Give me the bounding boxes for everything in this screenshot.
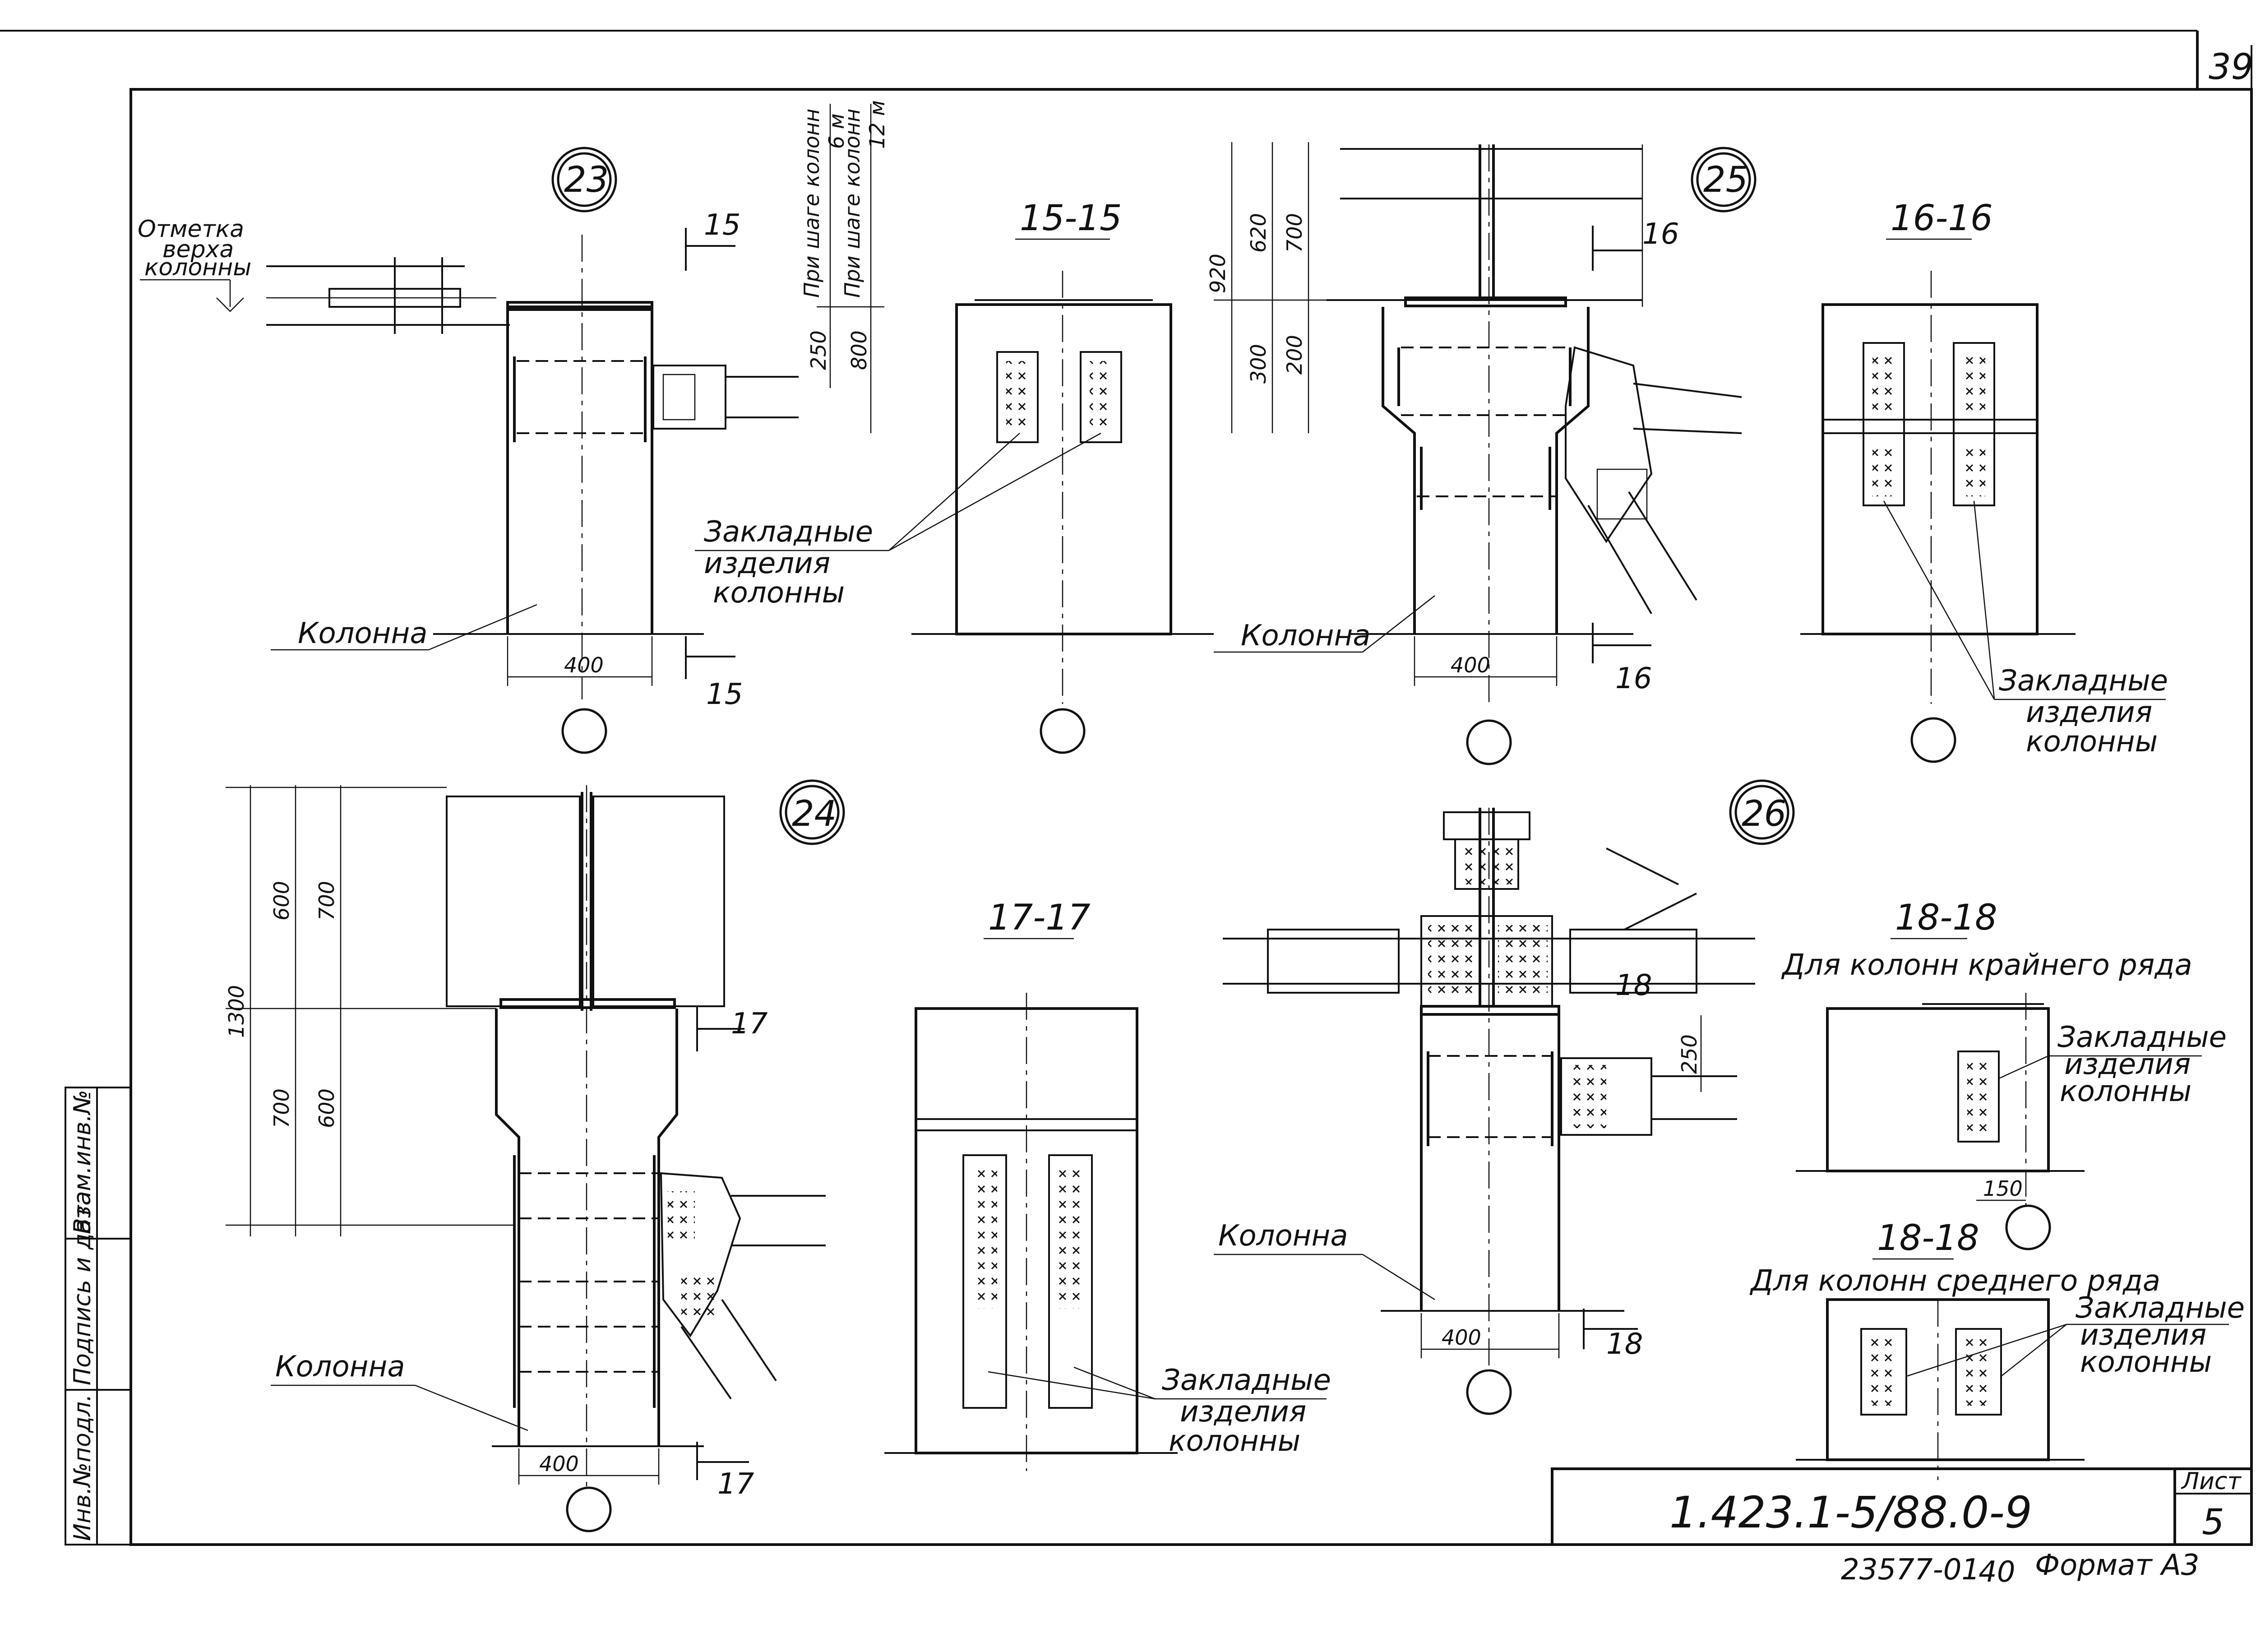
node-23-pitch6-unit: 6 м	[824, 113, 849, 149]
section-16-16: 16-16 Закладные изделия колонны	[1800, 198, 2168, 763]
node-23-dim-400: 400	[564, 653, 604, 677]
node-24-dim-400: 400	[539, 1452, 579, 1476]
node-23-elev-line1: Отметка	[138, 216, 244, 243]
node-24-dim-600-top: 600	[269, 881, 294, 921]
sec16-embed-l2: изделия	[2026, 696, 2152, 729]
sec16-embed-l3: колонны	[2026, 725, 2158, 759]
node-23-cut-bottom: 15	[706, 678, 743, 711]
title-block	[1551, 1467, 2253, 1546]
format-label: Формат А3	[2035, 1549, 2200, 1582]
sec18a-embed-l2: изделия	[2064, 1048, 2191, 1081]
sec17-embed-l2: изделия	[1180, 1395, 1306, 1429]
stamp-inv-no: Инв.№подл.	[69, 1394, 96, 1541]
sec18a-dim-150: 150	[1983, 1176, 2023, 1201]
node-26-column-label: Колонна	[1218, 1219, 1348, 1253]
section-15-15: 15-15 Закладные изделия колонны	[695, 198, 1214, 754]
sheet-label: Лист	[2181, 1468, 2242, 1495]
sec15-title: 15-15	[1020, 198, 1122, 239]
footer-code: 23577-01	[1841, 1553, 1980, 1587]
node-26-dim-400: 400	[1442, 1325, 1481, 1350]
node-23-pitch12: При шаге колонн	[840, 109, 864, 298]
node-26: 26 250 400	[1214, 779, 1795, 1415]
node-23-dim-250: 250	[806, 330, 831, 370]
node-25: 25 920 300 620 700 2	[1206, 142, 1757, 765]
sec15-embed-l3: колонны	[713, 576, 845, 610]
node-24-dim-700-bot: 700	[269, 1088, 294, 1128]
node-26-dim-250: 250	[1677, 1034, 1701, 1074]
node-25-dim-920: 920	[1206, 254, 1230, 293]
sheet-frame	[0, 30, 2253, 1546]
sec18b-embed-l3: колонны	[2080, 1346, 2212, 1379]
node-26-cut-top: 18	[1615, 969, 1652, 1002]
sec18b-embed-l1: Закладные	[2076, 1291, 2245, 1325]
sec18b-subtitle: Для колонн среднего ряда	[1749, 1264, 2160, 1298]
node-25-column-label: Колонна	[1241, 619, 1371, 652]
section-17-17: 17-17 Закладные изделия колонны	[884, 898, 1331, 1471]
sec18a-subtitle: Для колонн крайнего ряда	[1781, 949, 2192, 982]
sec17-embed-l3: колонны	[1169, 1425, 1300, 1458]
doc-code: 1.423.1-5/88.0-9	[1669, 1487, 2032, 1538]
stamp-replace-inv: Взам.инв.№	[69, 1090, 96, 1234]
node-25-dim-700: 700	[1282, 213, 1307, 253]
node-24: 24 1300 600 700 700	[224, 779, 845, 1532]
side-stamp: Инв.№подл. Подпись и дата Взам.инв.№	[65, 1087, 132, 1546]
node-24-number: 24	[792, 794, 837, 834]
node-23-elev-line2: верха	[162, 236, 234, 263]
node-25-dim-200: 200	[1282, 335, 1307, 375]
sec18b-title: 18-18	[1877, 1218, 1979, 1259]
node-24-cut-top: 17	[731, 1007, 768, 1041]
sec17-embed-l1: Закладные	[1162, 1364, 1331, 1397]
sec18a-embed-l3: колонны	[2060, 1075, 2191, 1108]
sheet-number: 5	[2202, 1502, 2224, 1543]
sec16-title: 16-16	[1891, 198, 1993, 239]
sec15-embed-l1: Закладные	[704, 515, 873, 549]
sec16-embed-l1: Закладные	[1999, 664, 2168, 698]
node-24-cut-bottom: 17	[717, 1467, 754, 1501]
corner-page-number: 39	[2209, 47, 2253, 88]
node-25-dim-400: 400	[1451, 653, 1490, 677]
node-24-column-label: Колонна	[275, 1350, 405, 1384]
node-23-column-label: Колонна	[298, 617, 428, 650]
node-25-cut-bottom: 16	[1615, 662, 1652, 695]
sec17-title: 17-17	[988, 898, 1091, 938]
node-23-elev-line3: колонны	[144, 254, 251, 281]
node-25-cut-top: 16	[1642, 217, 1679, 251]
node-26-number: 26	[1742, 794, 1786, 834]
node-24-dim-1300: 1300	[224, 985, 249, 1038]
section-18-18-edge: 18-18 Для колонн крайнего ряда 150 Закла…	[1781, 898, 2227, 1250]
node-23-pitch6: При шаге колонн	[800, 109, 824, 298]
node-23-cut-top: 15	[704, 208, 740, 242]
node-25-dim-620: 620	[1246, 213, 1271, 253]
node-26-cut-bottom: 18	[1606, 1328, 1643, 1361]
node-23-number: 23	[564, 160, 609, 200]
node-23-dim-800: 800	[847, 330, 871, 370]
node-24-dim-600-bot: 600	[314, 1088, 339, 1128]
node-23-pitch12-unit: 12 м	[865, 100, 889, 149]
section-18-18-middle: 18-18 Для колонн среднего ряда Закладные…	[1749, 1218, 2245, 1480]
sec18a-embed-l1: Закладные	[2057, 1021, 2227, 1054]
node-25-dim-300: 300	[1246, 344, 1271, 384]
node-25-number: 25	[1703, 160, 1748, 200]
stamp-signature: Подпись и дата	[69, 1191, 96, 1385]
node-24-dim-700-top: 700	[314, 881, 339, 921]
node-23: 23 400 250 800 При шаге	[138, 100, 889, 754]
footer-num: 40	[1979, 1555, 2015, 1589]
sec18a-title: 18-18	[1895, 898, 1997, 938]
sec15-embed-l2: изделия	[704, 547, 830, 580]
